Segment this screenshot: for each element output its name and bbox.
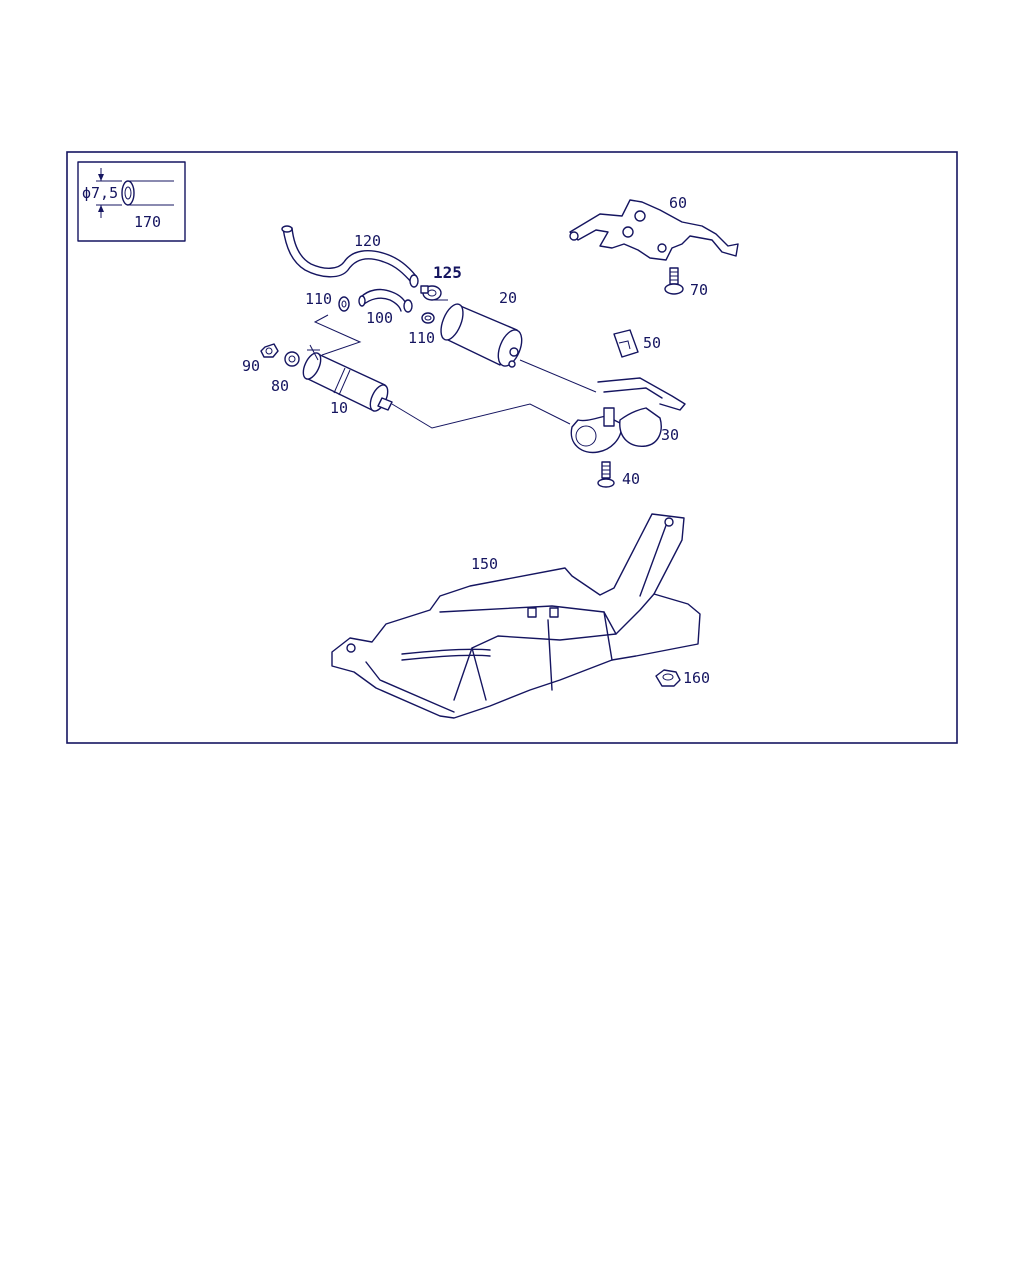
- hose-100: [358, 288, 413, 313]
- callout-70: 70: [690, 281, 708, 299]
- nut-90: [260, 343, 279, 358]
- diagram-frame: [66, 151, 958, 744]
- holder-30: [570, 377, 686, 454]
- callout-90: 90: [242, 357, 260, 375]
- callout-120: 120: [354, 232, 381, 250]
- bolt-70: [664, 267, 684, 295]
- nut-160: [655, 669, 681, 687]
- callout-50: 50: [643, 334, 661, 352]
- inset-diameter-label: ϕ7,5: [82, 184, 118, 202]
- callout-125: 125: [433, 263, 462, 282]
- connection-lines: [313, 299, 597, 429]
- grommet-50: [613, 329, 639, 358]
- callout-80: 80: [271, 377, 289, 395]
- clamp-125: [420, 285, 442, 301]
- hose-120: [281, 225, 419, 288]
- fuel-filter-20: [440, 303, 523, 368]
- callout-40: 40: [622, 470, 640, 488]
- callout-20: 20: [499, 289, 517, 307]
- callout-30: 30: [661, 426, 679, 444]
- washer-80: [284, 351, 300, 367]
- clamp-110-left: [338, 296, 350, 312]
- bolt-40: [597, 461, 615, 488]
- inset-part-label: 170: [134, 213, 161, 231]
- hose-diameter-inset: ϕ7,5 170: [77, 161, 186, 242]
- callout-150: 150: [471, 555, 498, 573]
- callout-60: 60: [669, 194, 687, 212]
- callout-160: 160: [683, 669, 710, 687]
- bracket-60: [569, 199, 739, 261]
- callout-110-right: 110: [408, 329, 435, 347]
- clamp-110-right: [421, 312, 435, 324]
- fuel-pump-10: [302, 344, 393, 412]
- tank-cover-150: [331, 513, 701, 719]
- callout-100: 100: [366, 309, 393, 327]
- callout-110-left: 110: [305, 290, 332, 308]
- callout-10: 10: [330, 399, 348, 417]
